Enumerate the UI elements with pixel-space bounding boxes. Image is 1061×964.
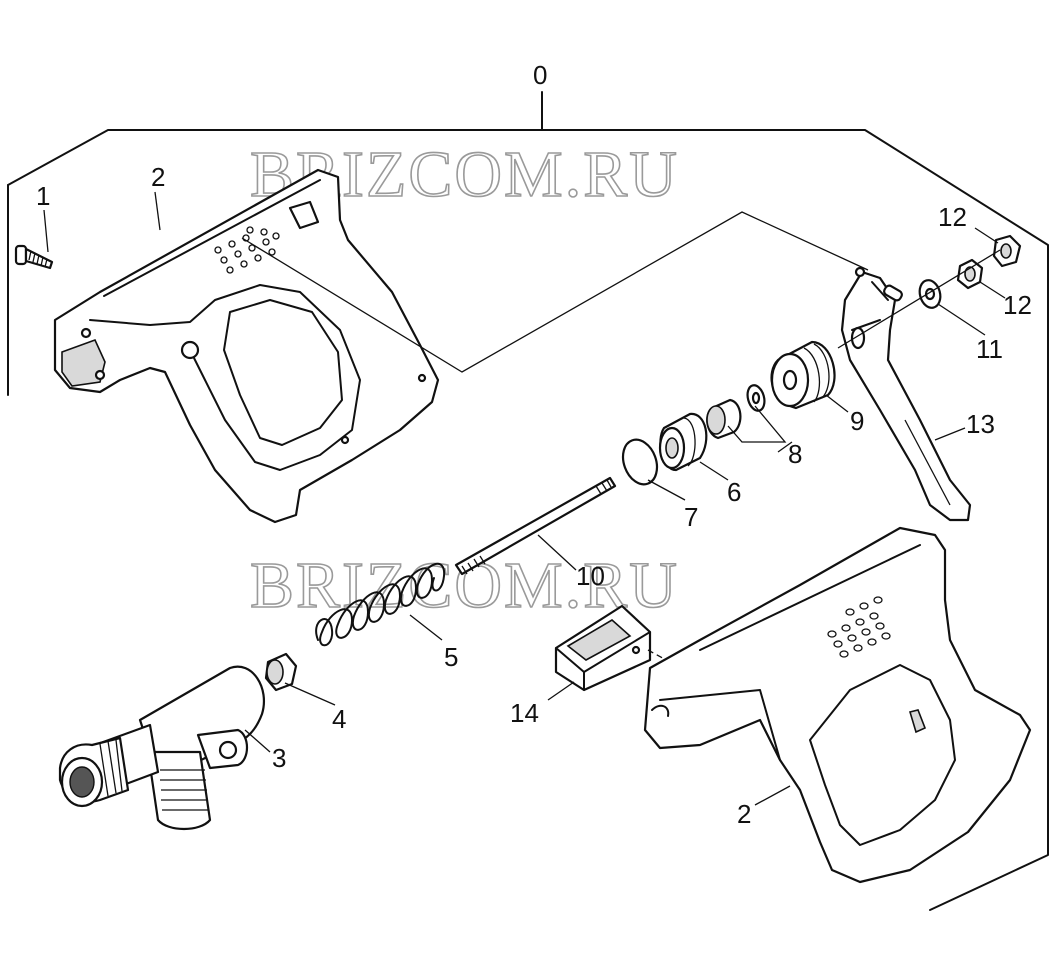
part-piston bbox=[658, 412, 708, 472]
part-spring bbox=[315, 562, 446, 647]
part-nut-inner bbox=[956, 258, 984, 290]
callout-spring: 5 bbox=[444, 642, 458, 672]
callout-piston: 6 bbox=[727, 477, 741, 507]
callout-housing-half-right: 2 bbox=[737, 799, 751, 829]
part-push-rod bbox=[454, 476, 617, 576]
callout-housing-half-left: 2 bbox=[151, 162, 165, 192]
assembly-frame bbox=[7, 91, 1049, 911]
part-seal-set bbox=[706, 384, 766, 440]
assembly-line-upper bbox=[241, 211, 869, 373]
part-trigger bbox=[840, 266, 972, 522]
assembly-axis-trigger bbox=[837, 249, 1001, 349]
callout-o-ring: 7 bbox=[684, 502, 698, 532]
part-valve-body bbox=[58, 665, 265, 831]
callout-labels: 0 1 2 3 4 5 6 7 8 9 10 11 12 12 13 14 2 bbox=[36, 60, 1032, 829]
part-nut-outer bbox=[992, 234, 1022, 268]
leader-lines bbox=[43, 191, 1006, 806]
part-washer bbox=[918, 279, 942, 309]
callout-valve-body: 3 bbox=[272, 743, 286, 773]
callout-assembly: 0 bbox=[533, 60, 547, 90]
part-trigger-lock bbox=[554, 604, 652, 692]
callout-washer: 11 bbox=[976, 334, 1003, 364]
callout-seal-set: 8 bbox=[788, 439, 802, 469]
part-housing-half-right bbox=[643, 526, 1032, 884]
part-screw bbox=[14, 244, 54, 270]
callout-nut-inner: 12 bbox=[1003, 290, 1032, 320]
part-o-ring bbox=[621, 438, 659, 486]
callout-screw: 1 bbox=[36, 181, 50, 211]
callout-nut-outer: 12 bbox=[938, 202, 967, 232]
callout-trigger-lock: 14 bbox=[510, 698, 539, 728]
part-valve-ball bbox=[264, 652, 298, 692]
callout-push-rod: 10 bbox=[576, 561, 605, 591]
callout-guide-sleeve: 9 bbox=[850, 406, 864, 436]
part-guide-sleeve bbox=[770, 340, 836, 410]
callout-trigger: 13 bbox=[966, 409, 995, 439]
part-housing-half-left bbox=[53, 168, 440, 524]
callout-valve-ball: 4 bbox=[332, 704, 346, 734]
